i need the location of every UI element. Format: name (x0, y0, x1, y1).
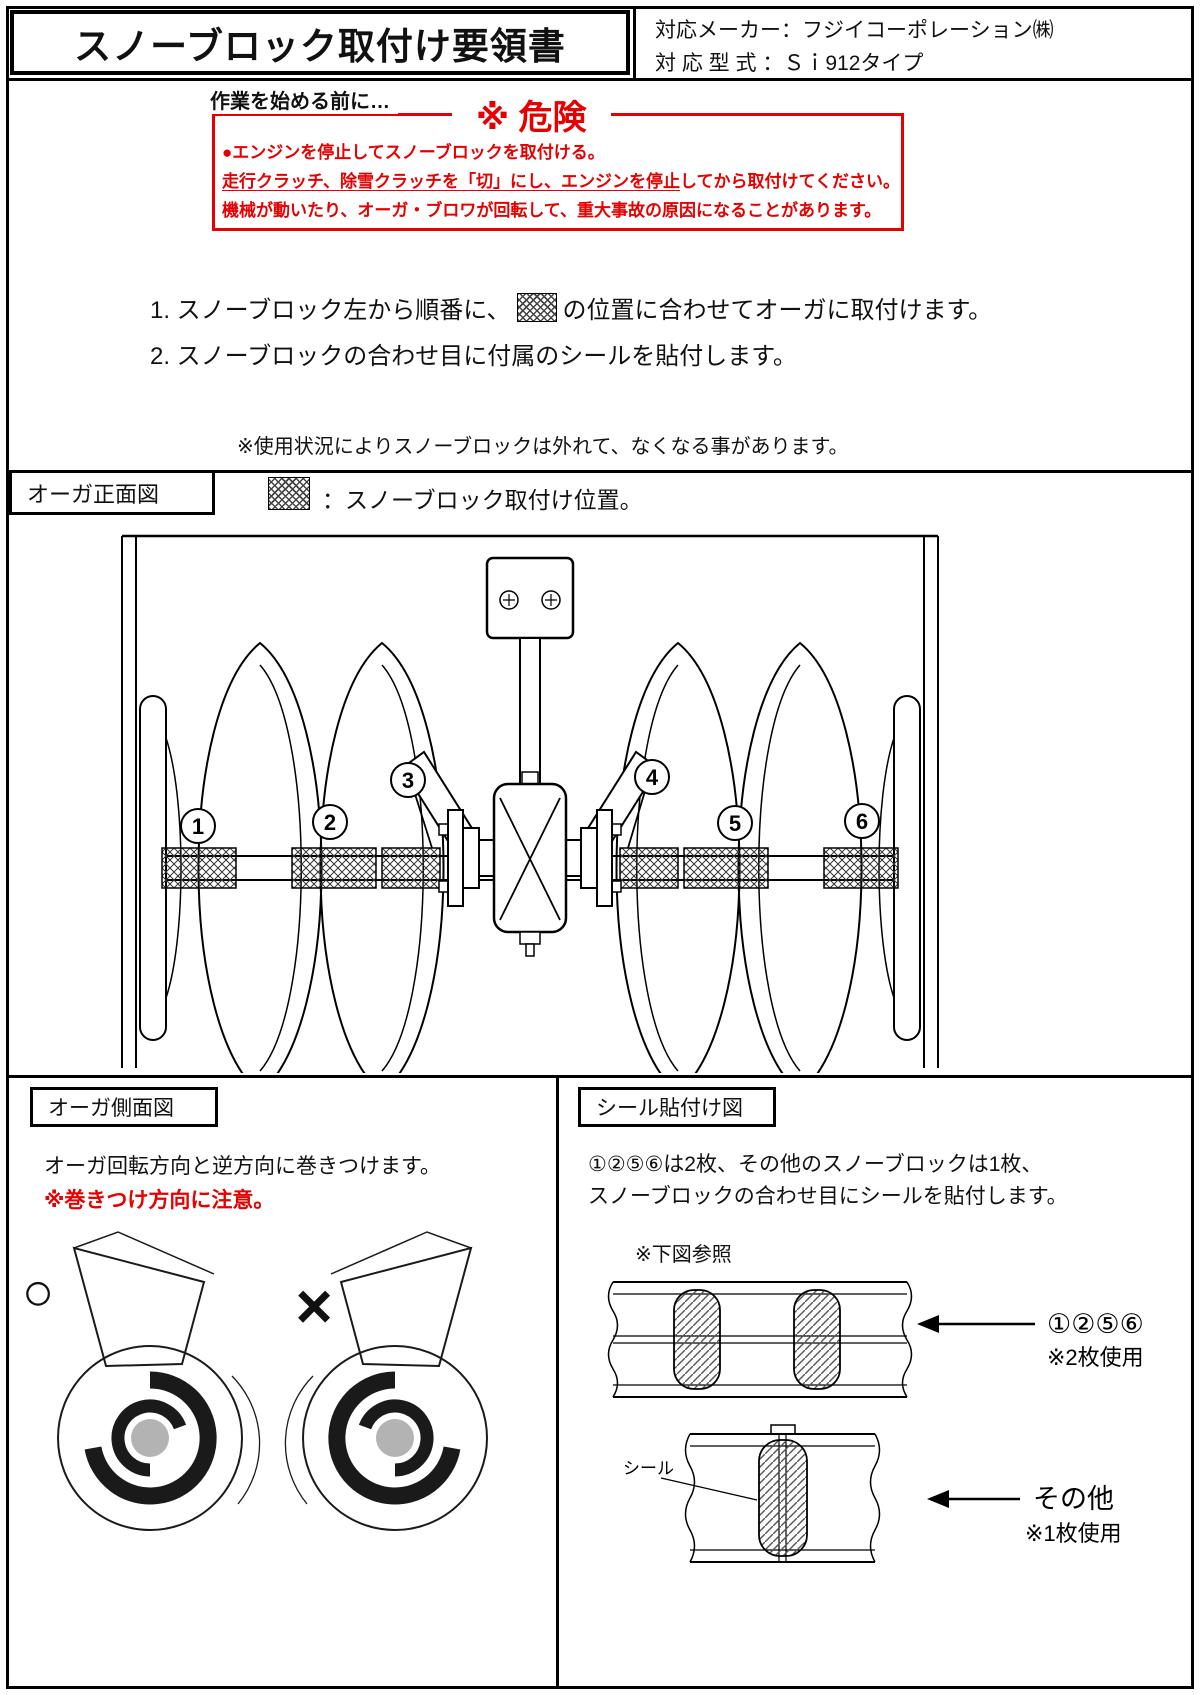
spiral-correct-direction (57, 1231, 261, 1531)
warning-line-1: ●エンジンを停止してスノーブロックを取付ける。 (222, 143, 605, 162)
front-view-label: オーガ正面図 (27, 481, 160, 507)
auger-right-half (529, 535, 939, 1073)
position-numbers: 1 2 3 4 5 6 (180, 759, 880, 849)
auger-side-view-drawing: ○ × (22, 1218, 553, 1688)
seal-view-label: シール貼付け図 (596, 1097, 743, 1120)
section-divider-bottom (6, 1075, 1194, 1078)
seal-diagram-one (660, 1424, 1020, 1563)
step1-text-post: の位置に合わせてオーガに取付けます。 (562, 297, 993, 324)
seal-diagram-two (607, 1281, 1035, 1398)
warning-line-2a: 走行クラッチ、除雪クラッチを「切」にし、 (222, 172, 561, 192)
ng-mark: × (295, 1270, 332, 1342)
warning-lead: 作業を始める前に… (202, 85, 398, 114)
document-title-box: スノーブロック取付け要領書 (10, 10, 630, 75)
one-seal-count-label: ※1枚使用 (1025, 1521, 1122, 1546)
compatibility-info: 対応メーカー：フジイコーポレーション㈱ 対 応 型 式 ：Ｓｉ912タイプ (655, 15, 1054, 80)
seal-pointer-label: シール (623, 1459, 674, 1478)
hatch-swatch-inline (516, 293, 557, 322)
legend-text: ：スノーブロック取付け位置。 (322, 487, 643, 513)
document-title: スノーブロック取付け要領書 (74, 25, 566, 67)
warning-text: ●エンジンを停止してスノーブロックを取付ける。 走行クラッチ、除雪クラッチを「切… (222, 138, 902, 226)
side-view-instruction: オーガ回転方向と逆方向に巻きつけます。 (44, 1155, 441, 1178)
danger-heading: ※ 危険 (452, 90, 611, 139)
position-number-4: 4 (646, 765, 659, 790)
step1-text-pre: 1. スノーブロック左から順番に、 (150, 297, 511, 324)
header-underline (6, 78, 1194, 81)
side-view-label: オーガ側面図 (48, 1097, 174, 1120)
bottom-column-divider (556, 1075, 559, 1689)
front-view-label-box: オーガ正面図 (9, 470, 215, 515)
usage-note: ※使用状況によりスノーブロックは外れて、なくなる事があります。 (237, 436, 849, 458)
seal-placement-drawing: ①②⑤⑥ ※2枚使用 シール その他 ※1枚使用 (607, 1281, 1144, 1563)
side-view-caution: ※巻きつけ方向に注意。 (44, 1189, 275, 1212)
two-seal-count-label: ※2枚使用 (1047, 1345, 1144, 1370)
position-number-1: 1 (192, 814, 204, 839)
legend-hatch-swatch (268, 477, 310, 510)
position-number-2: 2 (324, 810, 336, 835)
seal-view-label-box: シール貼付け図 (578, 1087, 776, 1127)
warning-line-2c: してから取付けてください。 (679, 172, 900, 192)
seal-instruction-line2: スノーブロックの合わせ目にシールを貼付します。 (588, 1185, 1068, 1208)
instruction-step-2: 2. スノーブロックの合わせ目に付属のシールを貼付します。 (150, 343, 797, 370)
ok-mark: ○ (22, 1262, 55, 1322)
auger-front-view-drawing: 1 2 3 4 5 6 (121, 534, 939, 1073)
position-number-6: 6 (856, 809, 868, 834)
position-number-5: 5 (729, 811, 741, 836)
model-line: 対 応 型 式 ：Ｓｉ912タイプ (655, 51, 924, 75)
warning-line-3: 機械が動いたり、オーガ・ブロワが回転して、重大事故の原因になることがあります。 (222, 201, 882, 221)
header-divider (633, 6, 636, 81)
side-view-label-box: オーガ側面図 (30, 1087, 218, 1127)
two-seal-positions-label: ①②⑤⑥ (1047, 1309, 1144, 1339)
maker-line: 対応メーカー：フジイコーポレーション㈱ (655, 19, 1054, 42)
seal-reference-note: ※下図参照 (635, 1244, 732, 1266)
auger-center-assembly (122, 534, 938, 957)
one-seal-positions-label: その他 (1033, 1484, 1114, 1514)
instruction-step-1: 1. スノーブロック左から順番に、 の位置に合わせてオーガに取付けます。 (150, 290, 992, 325)
warning-line-2b: エンジンを停止 (560, 172, 680, 192)
seal-instruction-line1: ①②⑤⑥は2枚、その他のスノーブロックは1枚、 (588, 1153, 1043, 1176)
section-divider-top (6, 470, 1194, 473)
warning-line-2: 走行クラッチ、除雪クラッチを「切」にし、エンジンを停止してから取付けてください。 (222, 167, 902, 196)
position-number-3: 3 (402, 768, 414, 793)
page-border (6, 6, 1194, 1689)
